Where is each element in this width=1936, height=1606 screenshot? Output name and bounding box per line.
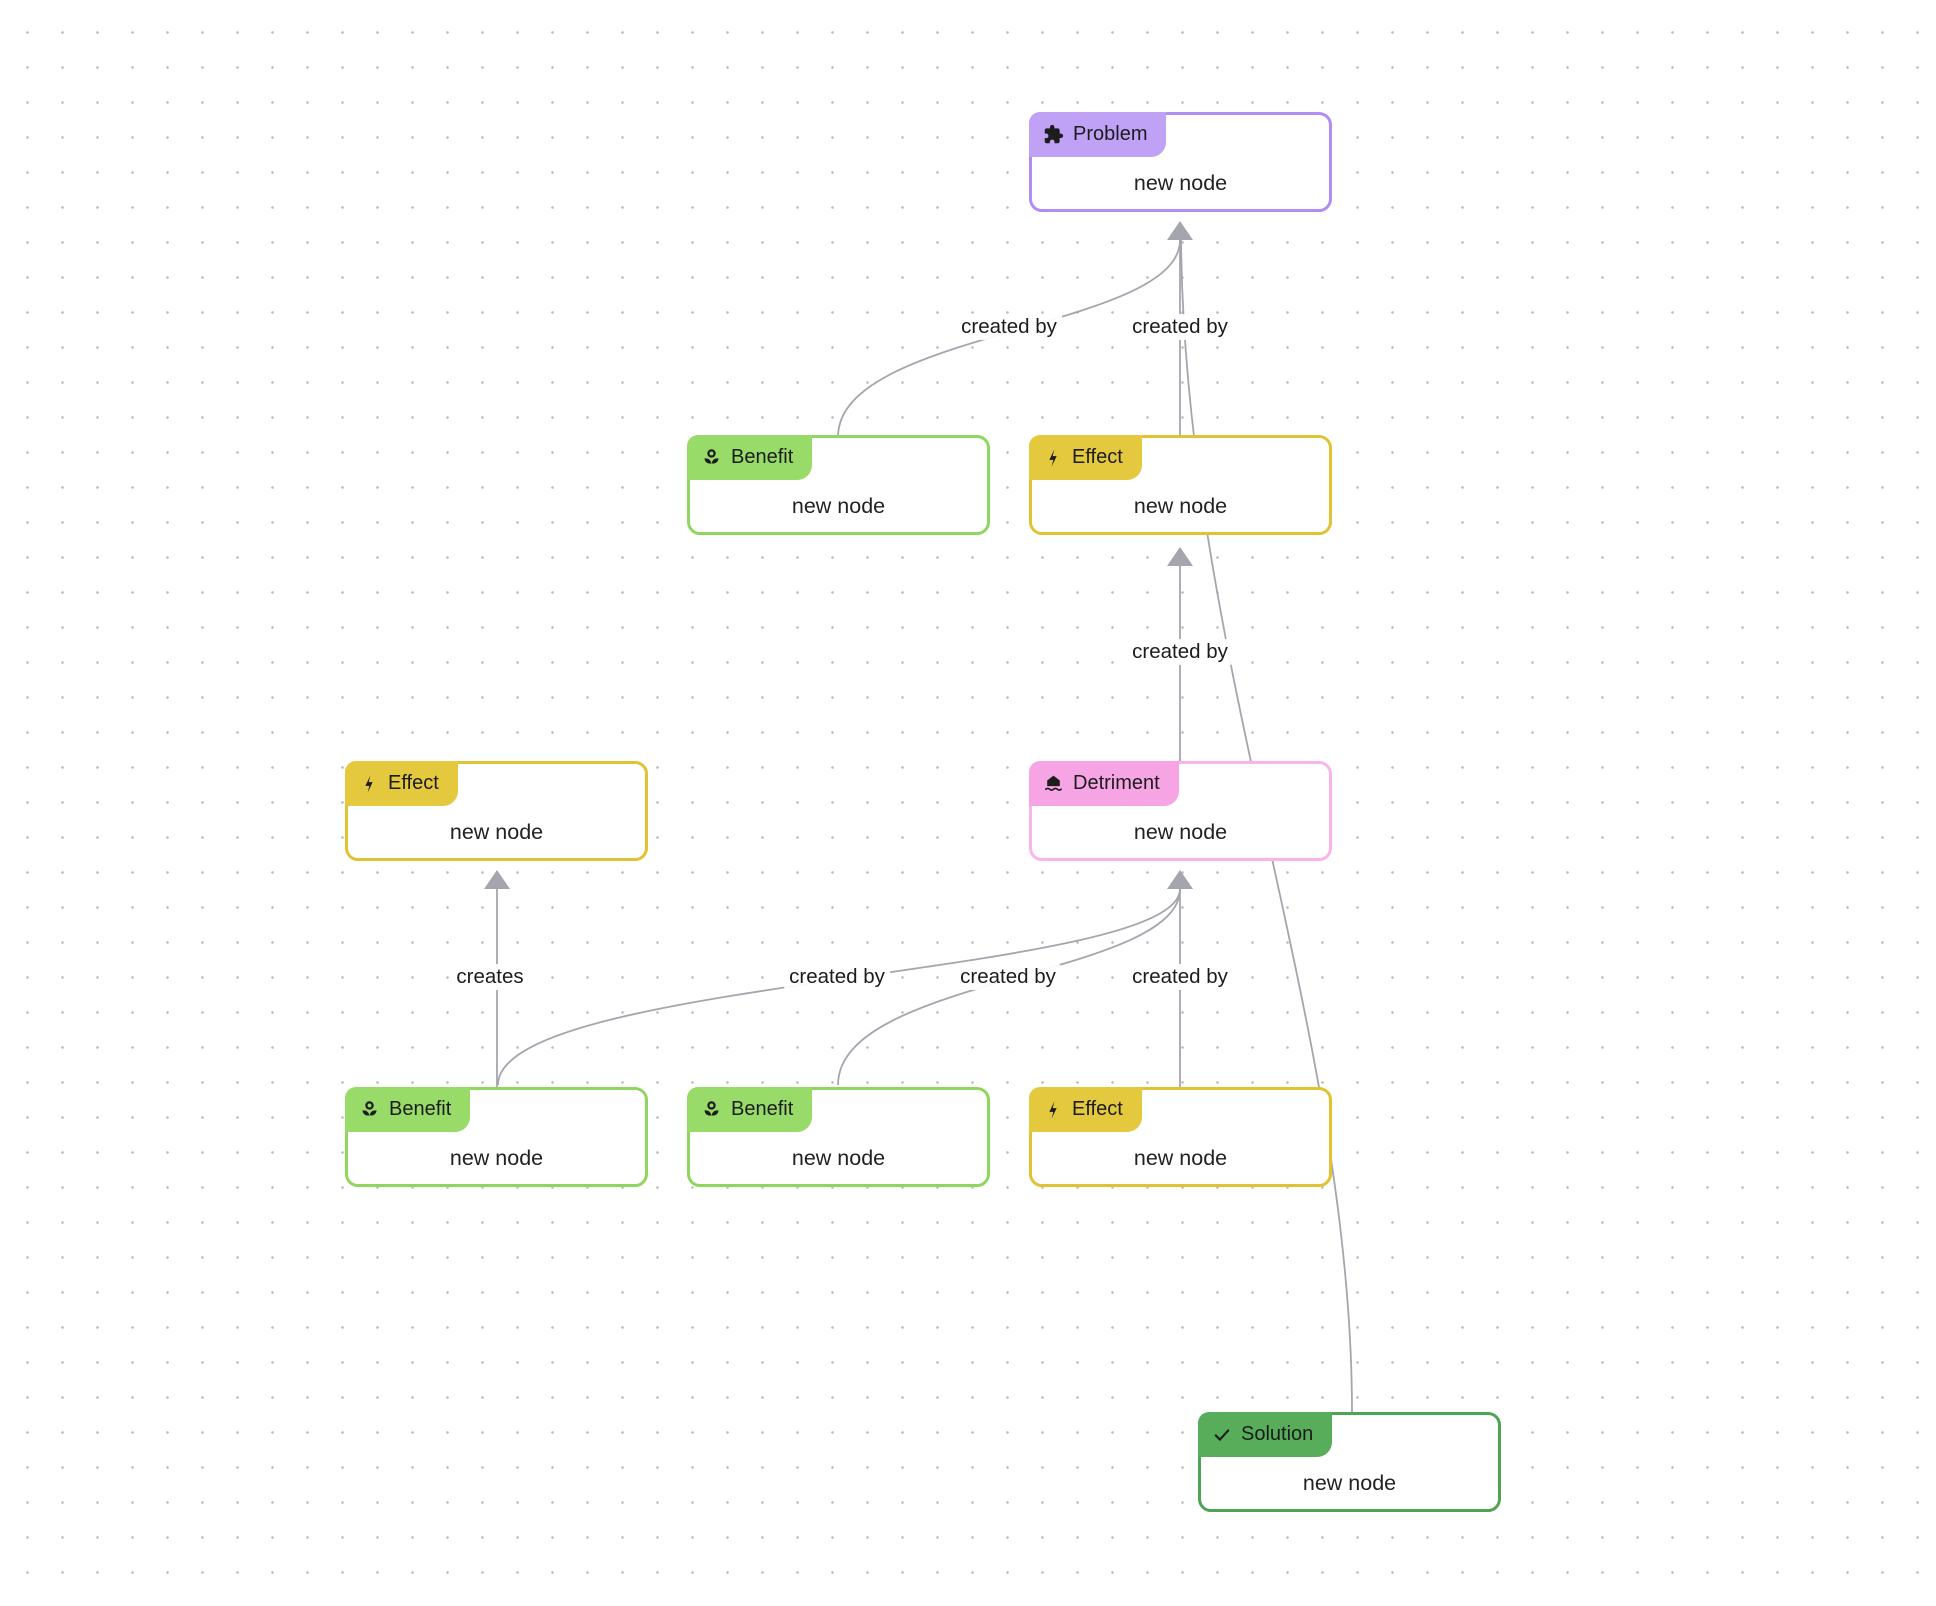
bolt-icon — [1043, 448, 1063, 468]
edge-label[interactable]: created by — [1127, 314, 1233, 340]
node-title[interactable]: new node — [1133, 493, 1228, 518]
flower-icon — [701, 1099, 722, 1120]
arrowhead-icon — [1167, 870, 1193, 889]
node-type-label: Effect — [1072, 1098, 1123, 1120]
node-body: new node — [348, 806, 645, 858]
node-problem[interactable]: Problem new node — [1029, 112, 1332, 212]
node-type-label: Benefit — [731, 1098, 794, 1120]
node-solution[interactable]: Solution new node — [1198, 1412, 1501, 1512]
node-effect[interactable]: Effect new node — [345, 761, 648, 861]
node-effect[interactable]: Effect new node — [1029, 435, 1332, 535]
node-type-badge: Effect — [1029, 435, 1142, 480]
node-title[interactable]: new node — [449, 819, 544, 844]
check-icon — [1212, 1425, 1232, 1445]
arrowhead-icon — [1167, 547, 1193, 566]
bolt-icon — [359, 774, 379, 794]
node-type-badge: Solution — [1198, 1412, 1333, 1457]
edge-label[interactable]: created by — [956, 314, 1062, 340]
node-body: new node — [1032, 806, 1329, 858]
node-type-badge: Benefit — [345, 1087, 471, 1132]
flower-icon — [701, 447, 722, 468]
arrowhead-icon — [1167, 221, 1193, 240]
node-benefit[interactable]: Benefit new node — [687, 435, 990, 535]
node-type-badge: Effect — [345, 761, 458, 806]
flood-icon — [1043, 773, 1064, 794]
node-type-label: Problem — [1073, 123, 1148, 145]
edge-label[interactable]: created by — [1127, 639, 1233, 665]
node-body: new node — [690, 1132, 987, 1184]
node-body: new node — [690, 480, 987, 532]
node-type-badge: Detriment — [1029, 761, 1179, 806]
edge-label[interactable]: creates — [451, 964, 529, 990]
node-type-label: Effect — [1072, 446, 1123, 468]
node-type-badge: Problem — [1029, 112, 1167, 157]
node-type-badge: Benefit — [687, 435, 813, 480]
node-body: new node — [1032, 480, 1329, 532]
node-detriment[interactable]: Detriment new node — [1029, 761, 1332, 861]
bolt-icon — [1043, 1100, 1063, 1120]
node-type-badge: Effect — [1029, 1087, 1142, 1132]
node-type-badge: Benefit — [687, 1087, 813, 1132]
node-title[interactable]: new node — [1302, 1470, 1397, 1495]
edge-label[interactable]: created by — [955, 964, 1061, 990]
node-title[interactable]: new node — [791, 1145, 886, 1170]
edge-label[interactable]: created by — [1127, 964, 1233, 990]
node-effect[interactable]: Effect new node — [1029, 1087, 1332, 1187]
flower-icon — [359, 1099, 380, 1120]
node-body: new node — [1032, 157, 1329, 209]
node-type-label: Benefit — [389, 1098, 452, 1120]
node-benefit[interactable]: Benefit new node — [687, 1087, 990, 1187]
node-type-label: Solution — [1241, 1423, 1314, 1445]
edge-label[interactable]: created by — [784, 964, 890, 990]
node-title[interactable]: new node — [1133, 1145, 1228, 1170]
puzzle-icon — [1043, 124, 1064, 145]
node-type-label: Benefit — [731, 446, 794, 468]
node-title[interactable]: new node — [1133, 170, 1228, 195]
node-title[interactable]: new node — [1133, 819, 1228, 844]
node-benefit[interactable]: Benefit new node — [345, 1087, 648, 1187]
node-title[interactable]: new node — [449, 1145, 544, 1170]
node-body: new node — [348, 1132, 645, 1184]
node-type-label: Effect — [388, 772, 439, 794]
node-body: new node — [1032, 1132, 1329, 1184]
node-body: new node — [1201, 1457, 1498, 1509]
arrowhead-icon — [484, 870, 510, 889]
node-title[interactable]: new node — [791, 493, 886, 518]
node-type-label: Detriment — [1073, 772, 1160, 794]
